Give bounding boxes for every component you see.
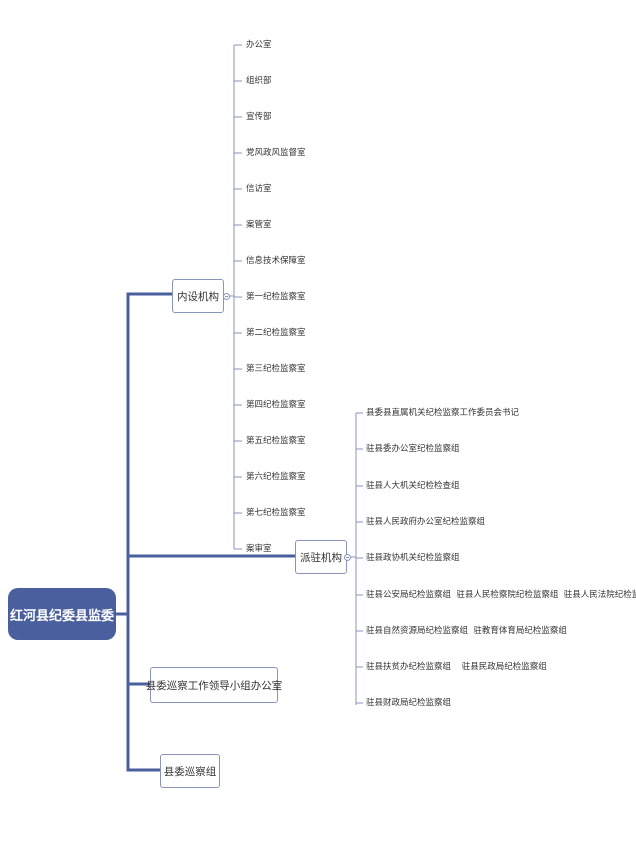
- leaf-neishe[interactable]: 组织部: [246, 76, 272, 86]
- node-xunchazu[interactable]: 县委巡察组: [160, 754, 220, 788]
- leaf-neishe[interactable]: 信访室: [246, 184, 272, 194]
- leaf-paizhu[interactable]: 驻县自然资源局纪检监察组 驻教育体育局纪检监察组: [366, 626, 567, 636]
- leaf-paizhu[interactable]: 县委县直属机关纪检监察工作委员会书记: [366, 408, 520, 418]
- collapse-toggle-paizhu[interactable]: [344, 554, 351, 561]
- root-node[interactable]: 红河县纪委县监委: [8, 588, 116, 640]
- leaf-neishe[interactable]: 第五纪检监察室: [246, 436, 306, 446]
- node-neishe[interactable]: 内设机构: [172, 279, 224, 313]
- leaf-neishe[interactable]: 第六纪检监察室: [246, 472, 306, 482]
- leaf-neishe[interactable]: 党风政风监督室: [246, 148, 306, 158]
- node-paizhu[interactable]: 派驻机构: [295, 540, 347, 574]
- leaf-neishe[interactable]: 案管室: [246, 220, 272, 230]
- node-xunchaban[interactable]: 县委巡察工作领导小组办公室: [146, 667, 282, 703]
- leaf-neishe[interactable]: 第四纪检监察室: [246, 400, 306, 410]
- leaf-neishe[interactable]: 第二纪检监察室: [246, 328, 306, 338]
- leaf-paizhu[interactable]: 驻县公安局纪检监察组 驻县人民检察院纪检监察组 驻县人民法院纪检监察组: [366, 590, 636, 600]
- leaf-paizhu[interactable]: 驻县人民政府办公室纪检监察组: [366, 517, 486, 527]
- leaf-paizhu[interactable]: 驻县政协机关纪检监察组: [366, 553, 460, 563]
- leaf-neishe[interactable]: 第七纪检监察室: [246, 508, 306, 518]
- leaf-paizhu[interactable]: 驻县扶贫办纪检监察组 驻县民政局纪检监察组: [366, 662, 547, 672]
- leaf-paizhu[interactable]: 驻县委办公室纪检监察组: [366, 444, 460, 454]
- leaf-neishe[interactable]: 第三纪检监察室: [246, 364, 306, 374]
- leaf-neishe[interactable]: 宣传部: [246, 112, 272, 122]
- leaf-paizhu[interactable]: 驻县财政局纪检监察组: [366, 698, 452, 708]
- leaf-neishe[interactable]: 信息技术保障室: [246, 256, 306, 266]
- leaf-paizhu[interactable]: 驻县人大机关纪检检查组: [366, 481, 460, 491]
- leaf-neishe[interactable]: 案审室: [246, 544, 272, 554]
- leaf-neishe[interactable]: 办公室: [246, 40, 272, 50]
- collapse-toggle-neishe[interactable]: [223, 293, 230, 300]
- leaf-neishe[interactable]: 第一纪检监察室: [246, 292, 306, 302]
